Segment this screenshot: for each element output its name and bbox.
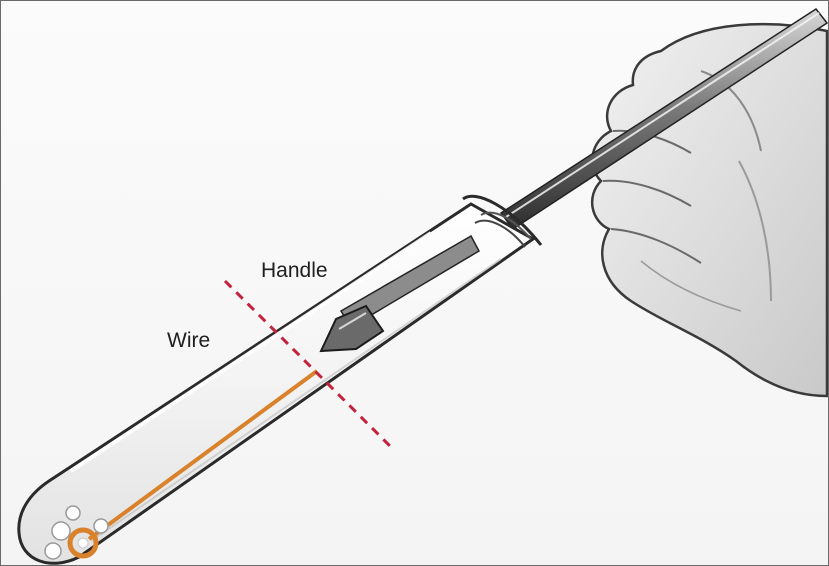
- wire-label: Wire: [167, 329, 210, 353]
- handle-label: Handle: [261, 259, 328, 283]
